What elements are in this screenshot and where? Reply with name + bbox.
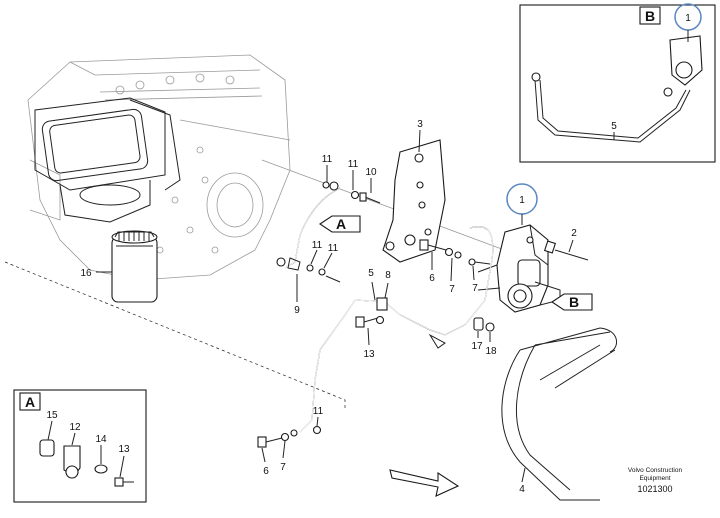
callout-11c: 11: [312, 240, 323, 251]
footer-brand: Volvo Construction: [628, 467, 683, 474]
inset-callout-1: 1: [685, 13, 691, 24]
leader-13a: [367, 327, 370, 346]
inset-a: A: [13, 389, 147, 503]
leader-7b: [472, 265, 475, 281]
callout-2: 2: [571, 228, 577, 239]
leader-5: [371, 281, 376, 301]
view-b-tag: B: [551, 293, 593, 311]
bracket-3: [382, 139, 446, 263]
view-a-tag-letter: A: [336, 216, 346, 232]
dashed-boundary: [4, 261, 346, 410]
callout-6a: 6: [429, 273, 435, 284]
callout-7a: 7: [449, 284, 455, 295]
pipe-5: [299, 226, 494, 433]
leader-2: [568, 239, 574, 253]
leader-3: [418, 129, 421, 153]
callout-17: 17: [471, 341, 483, 352]
callout-6b: 6: [263, 466, 269, 477]
fittings-17-18: [473, 317, 495, 332]
oil-cooler-housing: [34, 97, 181, 223]
view-b-tag-letter: B: [569, 294, 579, 310]
callout-16: 16: [80, 268, 92, 279]
callout-11d: 11: [328, 243, 339, 254]
callout-13b: 13: [118, 444, 130, 455]
pipe-9: [276, 181, 341, 271]
drive-belt-4: [501, 327, 618, 501]
callout-11b: 11: [348, 159, 359, 170]
callout-13a: 13: [363, 349, 375, 360]
callout-1: 1: [519, 195, 525, 206]
component-1: [477, 224, 561, 313]
fasteners-bracket: [419, 239, 491, 266]
callout-15: 15: [46, 410, 58, 421]
callout-10: 10: [365, 167, 377, 178]
direction-arrow: [389, 469, 460, 497]
engine-block: [27, 54, 291, 281]
callout-12: 12: [69, 422, 81, 433]
bolt-2: [543, 240, 589, 261]
callout-11a: 11: [322, 154, 333, 165]
leader-11d: [323, 252, 333, 269]
inset-callout-5: 5: [611, 121, 617, 132]
leader-7c: [282, 440, 286, 459]
footer: Volvo Construction Equipment 1021300: [628, 467, 683, 494]
fasteners-upper-left: [306, 181, 381, 283]
callout-5: 5: [368, 268, 374, 279]
leader-7a: [450, 257, 453, 282]
leader-8: [384, 282, 389, 299]
leader-4: [521, 467, 526, 483]
callout-4: 4: [519, 484, 525, 495]
callout-8: 8: [385, 270, 391, 281]
callout-14: 14: [95, 434, 107, 445]
footer-code: 1021300: [637, 484, 672, 494]
oil-filter: [111, 230, 158, 303]
bolt-13-mid: [355, 315, 385, 328]
callout-7b: 7: [472, 283, 478, 294]
leader-11c: [310, 249, 318, 265]
fasteners-lower: [257, 425, 322, 448]
view-a-tag: A: [319, 215, 361, 233]
callout-9: 9: [294, 305, 300, 316]
leader-11e: [316, 416, 319, 427]
callout-18: 18: [485, 346, 497, 357]
callout-7c: 7: [280, 462, 286, 473]
inset-b: B: [519, 3, 716, 163]
callout-11e: 11: [313, 406, 324, 417]
inset-b-letter: B: [645, 8, 655, 24]
leader-6b: [261, 447, 266, 463]
inset-a-letter: A: [25, 394, 35, 410]
footer-equipment: Equipment: [639, 475, 670, 482]
callouts: 1 1 2 3 4 5 5 6 6 7 7 7 8 9 10 11 11 11 …: [46, 13, 691, 495]
callout-3: 3: [417, 119, 423, 130]
